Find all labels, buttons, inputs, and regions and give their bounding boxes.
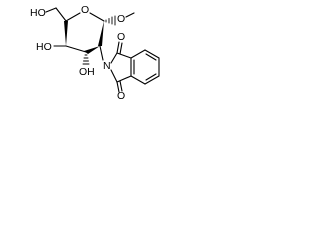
bond-c5-o-ring [65,12,81,22]
label-o-carbonyl-top: O [117,31,125,43]
bond-c-bottom-ar [116,75,132,83]
benzene-bond-5 [130,75,146,85]
label-ho-4: HO [36,41,52,53]
bond-c-top-ar [116,52,132,59]
label-o-ring: O [81,4,89,16]
substituents [45,7,135,65]
bond-c4-c5-wedge [64,21,68,46]
bond-o-ring-c1 [89,12,105,22]
label-oh-3: OH [79,66,95,78]
bond-c-o-top-2 [119,42,123,55]
bond-c3-o3-hash [82,54,90,65]
bond-c2-c3-wedge [84,46,100,54]
benzene-bond-2 [144,49,160,59]
label-ho-6: HO [30,7,46,19]
benzene-double-2 [145,53,157,61]
bond-c3-c4 [65,45,87,53]
bond-c2-n [99,45,104,61]
bond-c5-c6 [55,7,67,22]
bond-c1-o-methyl-hash [105,15,116,26]
phthalimide [110,41,160,93]
bond-n-c-top [110,52,118,64]
benzene-bond-4 [144,75,160,85]
benzene-double-3 [145,73,157,81]
bond-c1-c2-wedge [98,21,104,46]
chemical-structure-diagram: HO O O HO OH N O O [30,4,160,102]
bond-n-c-bottom [110,69,118,83]
label-o-methyl: O [117,13,125,25]
atom-labels: HO O O HO OH N O O [30,4,125,102]
bond-c-o-top-1 [116,41,120,54]
bond-o-methyl-ch3 [125,12,135,18]
bond-c-o-bottom-2 [119,80,123,92]
bond-c6-o6 [45,7,57,13]
bond-c-o-bottom-1 [116,81,120,93]
label-o-carbonyl-bottom: O [117,90,125,102]
label-n-imide: N [103,60,111,72]
benzene-bond-1 [130,49,146,59]
pyranose-ring [64,12,105,54]
